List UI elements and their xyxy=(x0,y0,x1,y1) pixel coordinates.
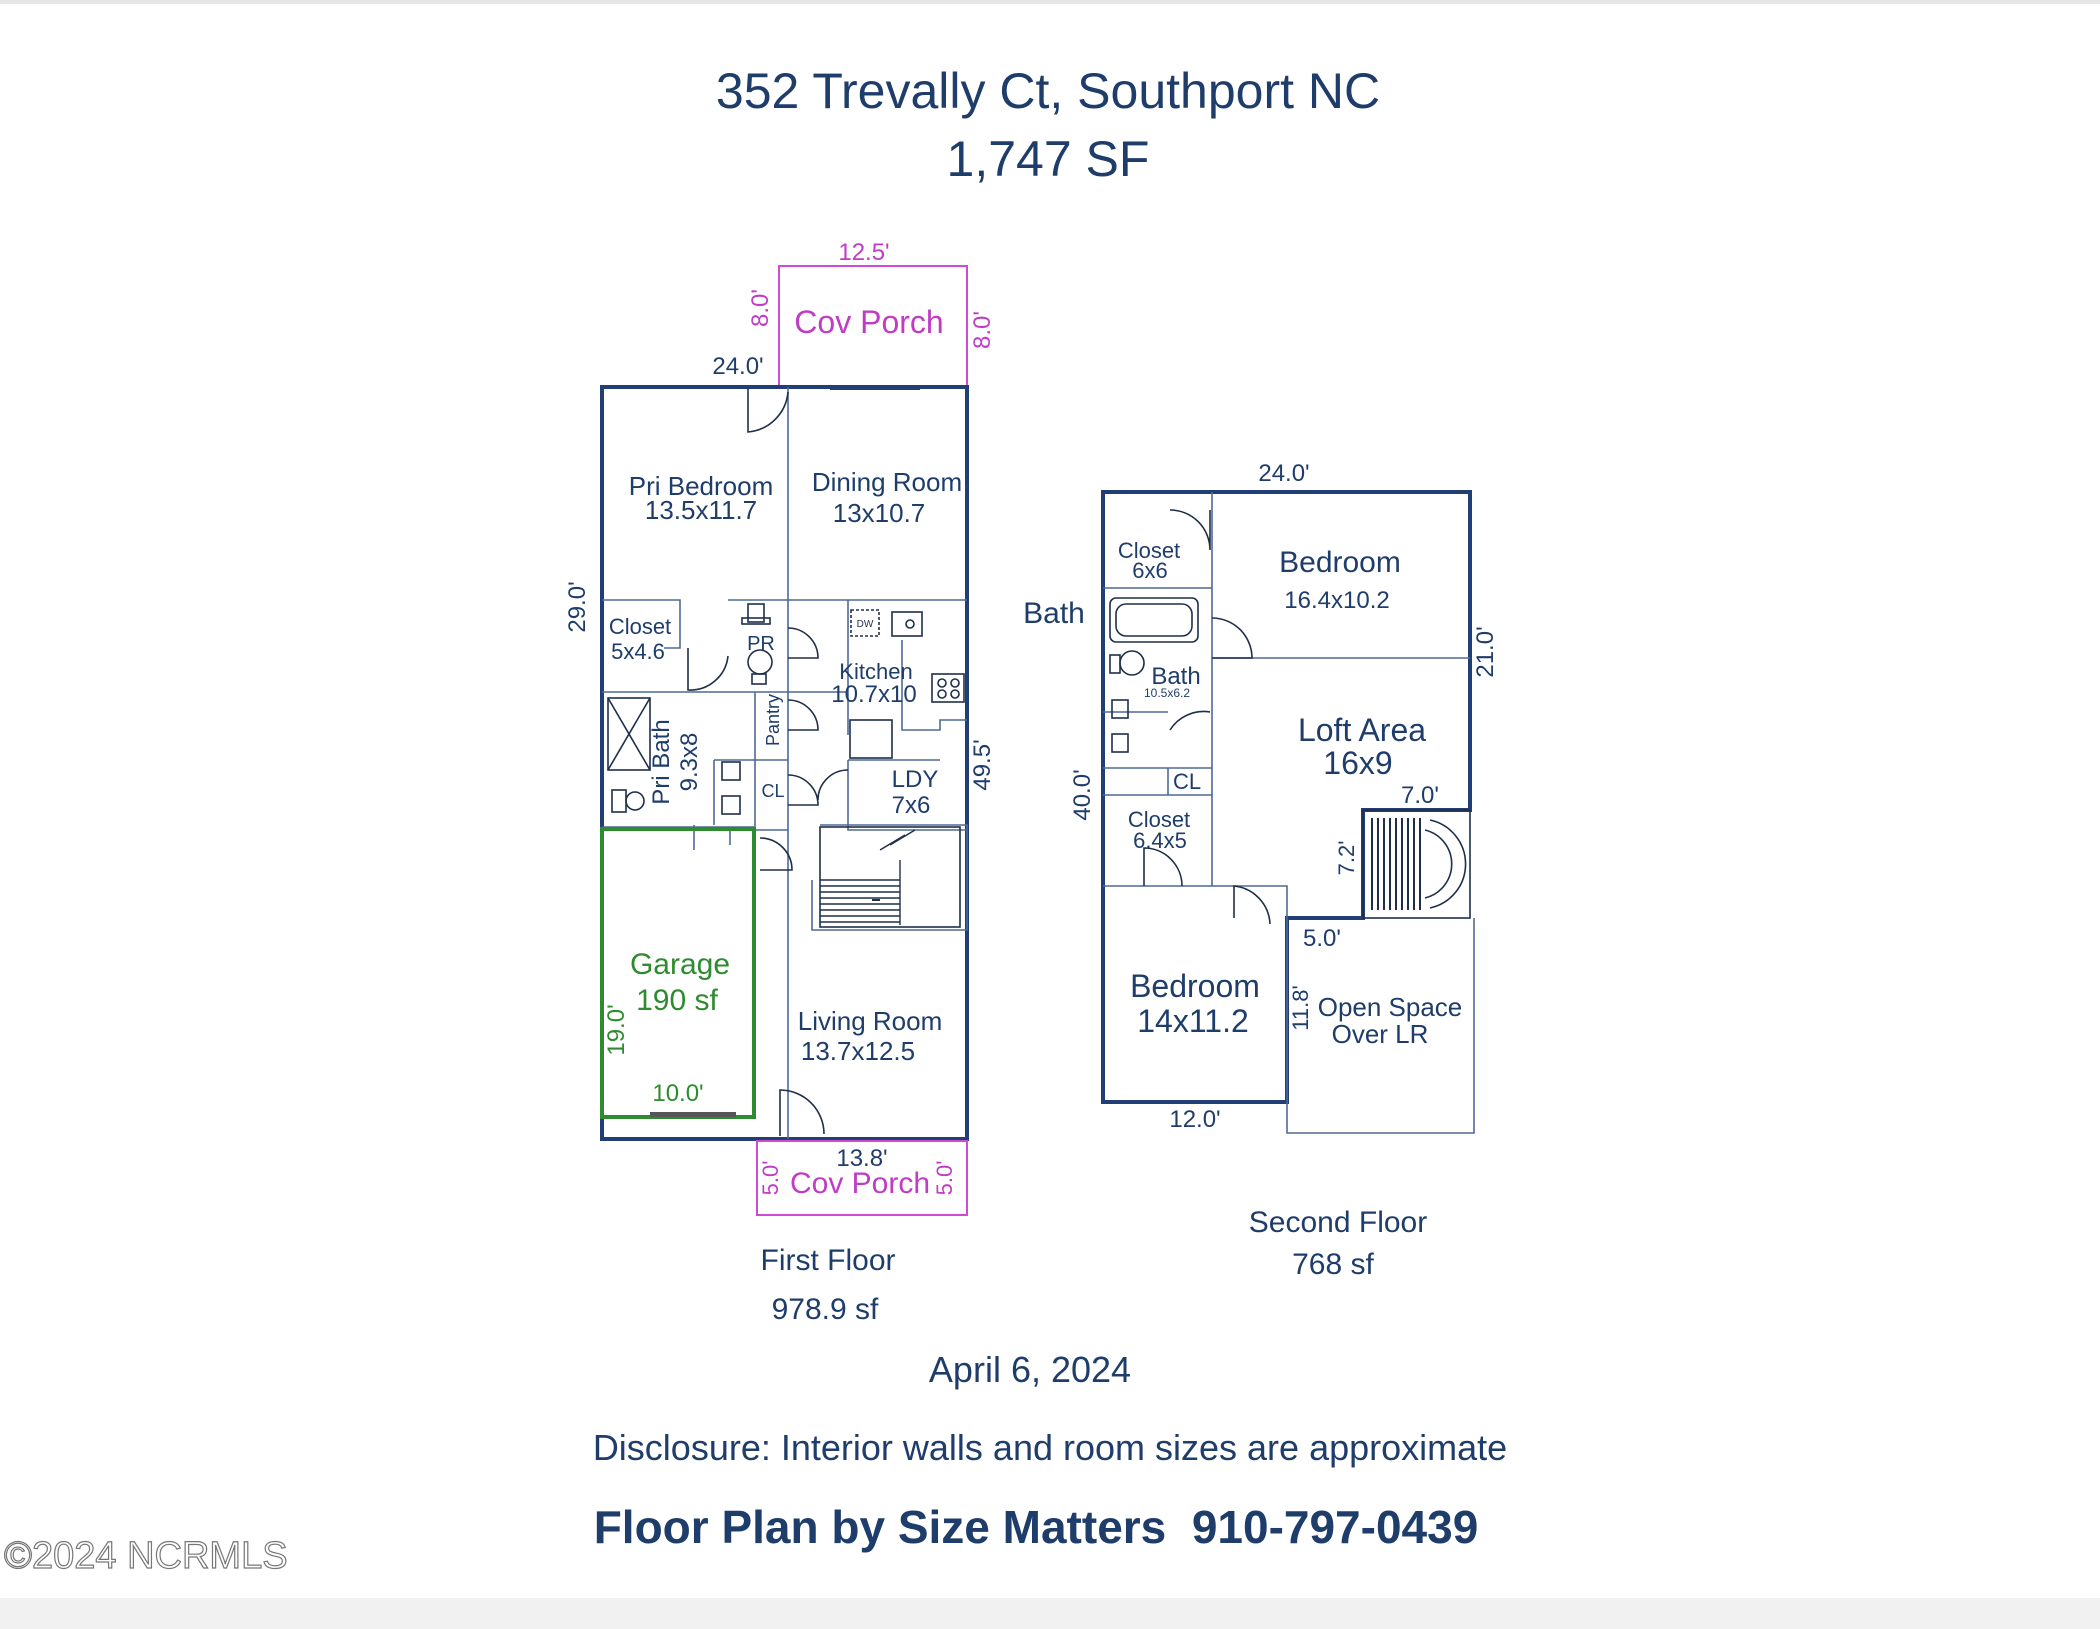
stair-depth-dim: 7.2' xyxy=(1334,841,1359,876)
watermark: ©2024 NCRMLS xyxy=(4,1535,288,1577)
loft-name: Loft Area xyxy=(1298,712,1426,748)
second-floor-interior-walls xyxy=(1103,492,1470,918)
laundry-size: 7x6 xyxy=(892,792,931,819)
second-floor-right-depth-dim: 21.0' xyxy=(1472,626,1499,677)
first-floor-label: First Floor xyxy=(761,1244,896,1277)
open-depth-dim: 11.8' xyxy=(1288,985,1313,1030)
garage-depth-dim: 19.0' xyxy=(603,1004,630,1055)
closet-size: 5x4.6 xyxy=(611,639,665,664)
garage-name: Garage xyxy=(630,948,730,981)
pri-bath-size: 9.3x8 xyxy=(676,733,703,792)
open-width-dim: 5.0' xyxy=(1303,925,1341,952)
stair-width-dim: 7.0' xyxy=(1401,782,1439,809)
dining-room-name: Dining Room xyxy=(812,467,962,497)
cov-porch-top-label: Cov Porch xyxy=(794,304,943,340)
first-floor-doors xyxy=(687,388,849,1136)
pri-bedroom-size: 13.5x11.7 xyxy=(645,495,757,525)
open-space-line1: Open Space xyxy=(1318,992,1463,1022)
garage-width-dim: 10.0' xyxy=(652,1080,703,1107)
first-floor-top-width-dim: 24.0' xyxy=(712,353,763,380)
front-porch-width-dim: 13.8' xyxy=(836,1145,887,1172)
total-area: 1,747 SF xyxy=(947,131,1150,187)
living-room-size: 13.7x12.5 xyxy=(801,1036,915,1066)
kitchen-name: Kitchen xyxy=(839,659,912,684)
second-floor-bath-label: Bath xyxy=(1023,597,1085,630)
first-floor-front-porch xyxy=(756,1140,968,1216)
pri-bath-name: Pri Bath xyxy=(648,719,675,804)
first-floor-cl-label: CL xyxy=(761,781,784,801)
closet-top-name: Closet xyxy=(1118,538,1180,563)
bedroom1-name: Bedroom xyxy=(1279,546,1401,579)
second-floor-doors xyxy=(1143,509,1271,925)
bottom-border xyxy=(0,1598,2100,1629)
first-floor-outer-wall xyxy=(600,385,969,1141)
second-floor-left-depth-dim: 40.0' xyxy=(1069,769,1096,820)
first-floor-area: 978.9 sf xyxy=(772,1293,879,1326)
bedroom2-name: Bedroom xyxy=(1130,968,1260,1004)
pantry-label: Pantry xyxy=(763,694,783,746)
cov-porch-bottom-label: Cov Porch xyxy=(790,1167,930,1200)
bath-name: Bath xyxy=(1151,663,1200,690)
dishwasher-label: DW xyxy=(857,619,874,630)
living-room-name: Living Room xyxy=(798,1006,943,1036)
closet-mid-size: 6.4x5 xyxy=(1133,828,1187,853)
closet-top-size: 6x6 xyxy=(1132,558,1167,583)
front-porch-right-dim: 5.0' xyxy=(932,1161,957,1196)
plan-date: April 6, 2024 xyxy=(929,1349,1131,1390)
pri-bedroom-name: Pri Bedroom xyxy=(629,471,774,501)
bath-size: 10.5x6.2 xyxy=(1144,686,1190,700)
front-door-threshold xyxy=(830,385,920,390)
first-floor-fixtures xyxy=(607,603,965,815)
garage-size: 190 sf xyxy=(636,984,718,1017)
second-floor-bottom-width-dim: 12.0' xyxy=(1169,1106,1220,1133)
second-floor-area: 768 sf xyxy=(1292,1248,1374,1281)
kitchen-size: 10.7x10 xyxy=(831,681,916,708)
first-floor-stairs xyxy=(819,826,961,928)
disclosure-text: Disclosure: Interior walls and room size… xyxy=(593,1427,1507,1468)
porch-width-dim: 12.5' xyxy=(838,239,889,266)
first-floor-right-depth-dim: 49.5' xyxy=(969,739,996,790)
second-floor-plan: Bath Closet 6x6 Bedroom 16.4x10.2 Bath 1… xyxy=(1023,460,1499,1281)
first-floor-left-depth-dim: 29.0' xyxy=(564,581,591,632)
top-border xyxy=(0,0,2100,4)
loft-size: 16x9 xyxy=(1323,745,1392,781)
second-floor-fixtures xyxy=(1109,597,1199,753)
powder-room-label: PR xyxy=(747,633,775,655)
open-space-line2: Over LR xyxy=(1332,1019,1429,1049)
bedroom1-size: 16.4x10.2 xyxy=(1284,587,1389,614)
second-floor-cl-label: CL xyxy=(1173,769,1201,794)
laundry-name: LDY xyxy=(892,766,939,793)
front-porch-left-dim: 5.0' xyxy=(758,1161,783,1196)
second-floor-top-width-dim: 24.0' xyxy=(1258,460,1309,487)
second-floor-stairs xyxy=(1362,809,1471,919)
address-title: 352 Trevally Ct, Southport NC xyxy=(716,63,1380,119)
first-floor-plan: 12.5' 8.0' 8.0' Cov Porch xyxy=(564,239,996,1326)
closet-name: Closet xyxy=(609,614,671,639)
porch-depth-left-dim: 8.0' xyxy=(747,289,774,327)
closet-mid-name: Closet xyxy=(1128,807,1190,832)
garage-door xyxy=(650,1112,736,1117)
bedroom2-size: 14x11.2 xyxy=(1137,1003,1249,1039)
porch-depth-right-dim: 8.0' xyxy=(969,311,996,349)
credit-text: Floor Plan by Size Matters 910-797-0439 xyxy=(594,1501,1479,1553)
second-floor-label: Second Floor xyxy=(1249,1206,1427,1239)
open-space-outline xyxy=(1286,918,1475,1134)
dining-room-size: 13x10.7 xyxy=(833,498,926,528)
